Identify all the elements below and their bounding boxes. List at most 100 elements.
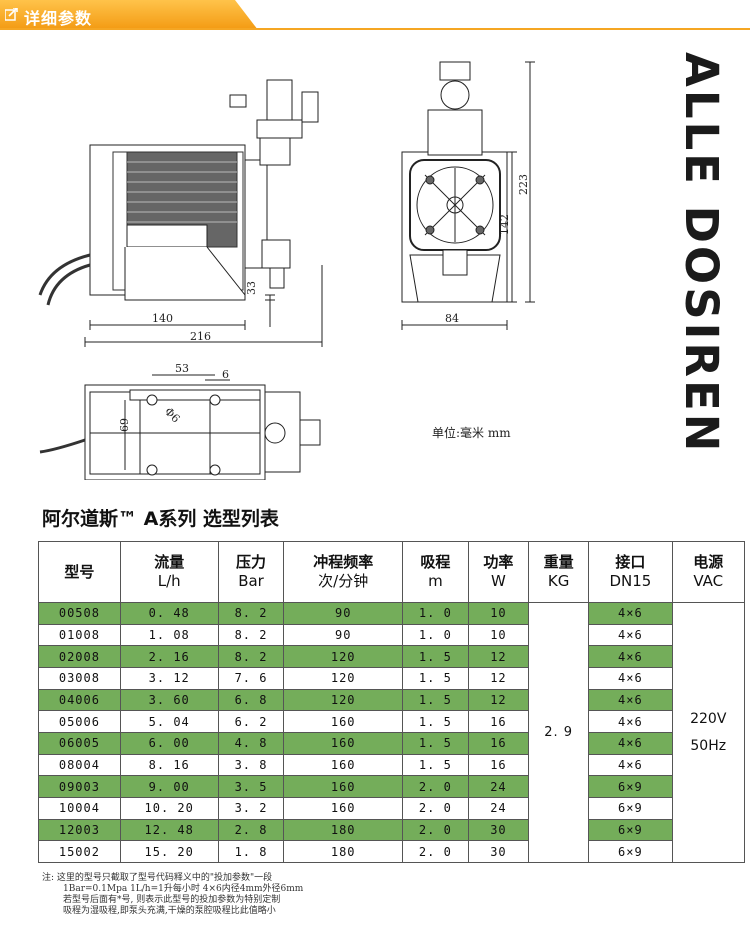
cell-power: 30 — [467, 818, 530, 842]
cell-pressure: 6. 8 — [217, 688, 285, 712]
column-header-unit: Bar — [238, 572, 264, 590]
cell-flow: 8. 16 — [119, 753, 219, 777]
cell-port: 4×6 — [588, 710, 673, 733]
cell-port: 4×6 — [588, 753, 673, 777]
cell-suction: 1. 5 — [401, 710, 469, 733]
cell-port: 6×9 — [588, 775, 673, 798]
cell-stroke: 120 — [283, 645, 403, 668]
cell-pressure: 6. 2 — [217, 710, 285, 733]
cell-model: 06005 — [38, 731, 121, 755]
dim-6: 6 — [222, 368, 229, 381]
cell-pressure: 3. 5 — [217, 775, 285, 798]
column-header-unit: VAC — [693, 572, 724, 590]
cell-flow: 12. 48 — [119, 818, 219, 842]
column-header-unit: DN15 — [609, 572, 652, 590]
cell-flow: 0. 48 — [119, 602, 219, 625]
column-header-unit: m — [428, 572, 443, 590]
column-header-unit: L/h — [157, 572, 181, 590]
cell-port: 4×6 — [588, 731, 673, 755]
unit-label: 单位:毫米 mm — [432, 426, 511, 440]
dim-223: 223 — [517, 174, 530, 195]
cell-suction: 2. 0 — [401, 840, 469, 863]
cell-pressure: 1. 8 — [217, 840, 285, 863]
cell-model: 00508 — [38, 602, 121, 625]
top-view — [39, 374, 321, 480]
dim-69: 69 — [118, 418, 131, 432]
cell-model: 10004 — [38, 796, 121, 820]
cell-suction: 1. 0 — [401, 623, 469, 647]
cell-pressure: 2. 8 — [217, 818, 285, 842]
column-header-unit: 次/分钟 — [318, 572, 369, 590]
cell-port: 6×9 — [588, 840, 673, 863]
cell-weight: 2. 9 — [528, 602, 590, 863]
cell-suction: 1. 5 — [401, 645, 469, 668]
section-header: 详细参数 — [0, 0, 750, 30]
footnote-line: 吸程为湿吸程,即泵头充满,干燥的泵腔吸程比此值略小 — [63, 906, 276, 916]
cell-flow: 6. 00 — [119, 731, 219, 755]
dim-53: 53 — [175, 362, 189, 375]
column-header-label: 功率 — [483, 553, 514, 572]
front-view — [401, 61, 535, 330]
column-header-unit: W — [490, 572, 506, 590]
header-rule — [0, 28, 750, 30]
cell-port: 6×9 — [588, 796, 673, 820]
power-frequency: 50Hz — [690, 737, 727, 754]
dim-140: 140 — [152, 312, 173, 325]
cell-power: 12 — [467, 688, 530, 712]
cell-stroke: 90 — [283, 602, 403, 625]
cell-model: 02008 — [38, 645, 121, 668]
dim-142: 142 — [498, 214, 511, 235]
cell-pressure: 3. 2 — [217, 796, 285, 820]
cell-power: 24 — [467, 775, 530, 798]
cell-power: 12 — [467, 666, 530, 690]
cell-suction: 2. 0 — [401, 775, 469, 798]
cell-model: 08004 — [38, 753, 121, 777]
power-voltage: 220V — [690, 710, 727, 727]
cell-pressure: 7. 6 — [217, 666, 285, 690]
cell-suction: 1. 0 — [401, 602, 469, 625]
footnote-line: 若型号后面有*号, 则表示此型号的投加参数为特别定制 — [63, 895, 281, 905]
column-header-label: 重量 — [543, 553, 574, 572]
cell-pressure: 8. 2 — [217, 645, 285, 668]
cell-port: 4×6 — [588, 623, 673, 647]
column-header-label: 流量 — [154, 553, 185, 572]
footnote-line: 1Bar=0.1Mpa 1L/h=1升每小时 4×6内径4mm外径6mm — [63, 884, 304, 894]
cell-model: 01008 — [38, 623, 121, 647]
cell-flow: 3. 60 — [119, 688, 219, 712]
cell-model: 15002 — [38, 840, 121, 863]
cell-stroke: 120 — [283, 666, 403, 690]
footnote: 注: 这里的型号只截取了型号代码释义中的"投加参数"一段 1Bar=0.1Mpa… — [42, 873, 303, 917]
column-header-label: 型号 — [64, 562, 95, 581]
cell-suction: 1. 5 — [401, 666, 469, 690]
cell-pressure: 3. 8 — [217, 753, 285, 777]
table-title: 阿尔道斯™ A系列 选型列表 — [42, 508, 279, 530]
arrow-icon — [5, 8, 18, 21]
cell-power: 24 — [467, 796, 530, 820]
cell-pressure: 8. 2 — [217, 623, 285, 647]
cell-power: 30 — [467, 840, 530, 863]
cell-stroke: 160 — [283, 775, 403, 798]
side-view — [38, 79, 323, 347]
header-tab — [0, 0, 258, 30]
column-header-label: 冲程频率 — [313, 553, 374, 572]
cell-stroke: 120 — [283, 688, 403, 712]
footnote-line: 注: 这里的型号只截取了型号代码释义中的"投加参数"一段 — [42, 873, 273, 883]
cell-port: 4×6 — [588, 666, 673, 690]
column-header-label: 吸程 — [420, 553, 451, 572]
cell-stroke: 160 — [283, 753, 403, 777]
section-title: 详细参数 — [24, 9, 93, 28]
cell-stroke: 160 — [283, 710, 403, 733]
column-header: 冲程频率次/分钟 — [283, 541, 403, 603]
cell-power: 10 — [467, 602, 530, 625]
cell-flow: 15. 20 — [119, 840, 219, 863]
dim-216: 216 — [190, 330, 211, 343]
cell-port: 4×6 — [588, 645, 673, 668]
brand-wordmark: ALLE DOSIREN — [675, 52, 728, 455]
